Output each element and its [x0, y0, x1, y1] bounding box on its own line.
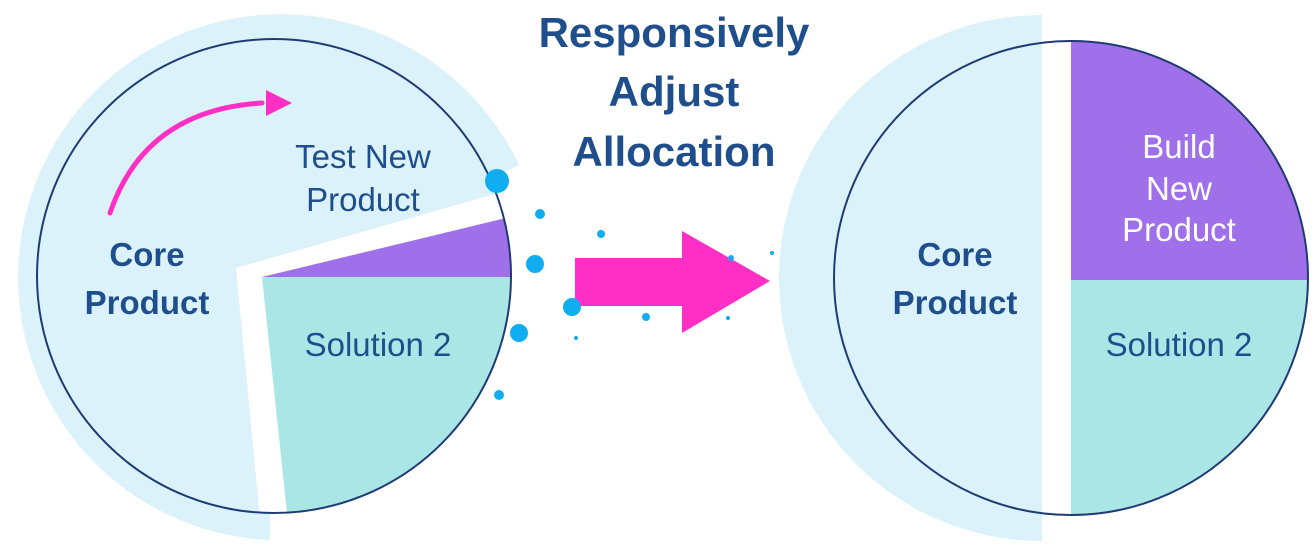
after-core-label-1: Core: [917, 236, 992, 273]
before-outline: [36, 38, 512, 514]
after-solution-label: Solution 2: [1106, 326, 1253, 363]
title-line-2: Adjust: [609, 68, 740, 115]
after-build-label-3: Product: [1122, 211, 1236, 248]
after-outline: [833, 40, 1309, 516]
after-build-label-2: New: [1146, 170, 1212, 207]
before-core-label-1: Core: [109, 236, 184, 273]
before-solution-label: Solution 2: [305, 326, 452, 363]
before-test-label-1: Test New: [295, 138, 431, 175]
title-line-1: Responsively: [539, 9, 810, 56]
after-pie: [779, 15, 1309, 541]
before-pie: [18, 14, 520, 541]
after-build-label-1: Build: [1142, 128, 1215, 165]
after-core-label-2: Product: [893, 284, 1018, 321]
right-arrow-icon: [575, 231, 770, 333]
before-test-label-2: Product: [306, 181, 420, 218]
before-purple-segment: [262, 217, 511, 277]
title-line-3: Allocation: [572, 128, 775, 175]
before-core-label-2: Product: [85, 284, 210, 321]
curved-arrow-icon: [107, 90, 292, 216]
